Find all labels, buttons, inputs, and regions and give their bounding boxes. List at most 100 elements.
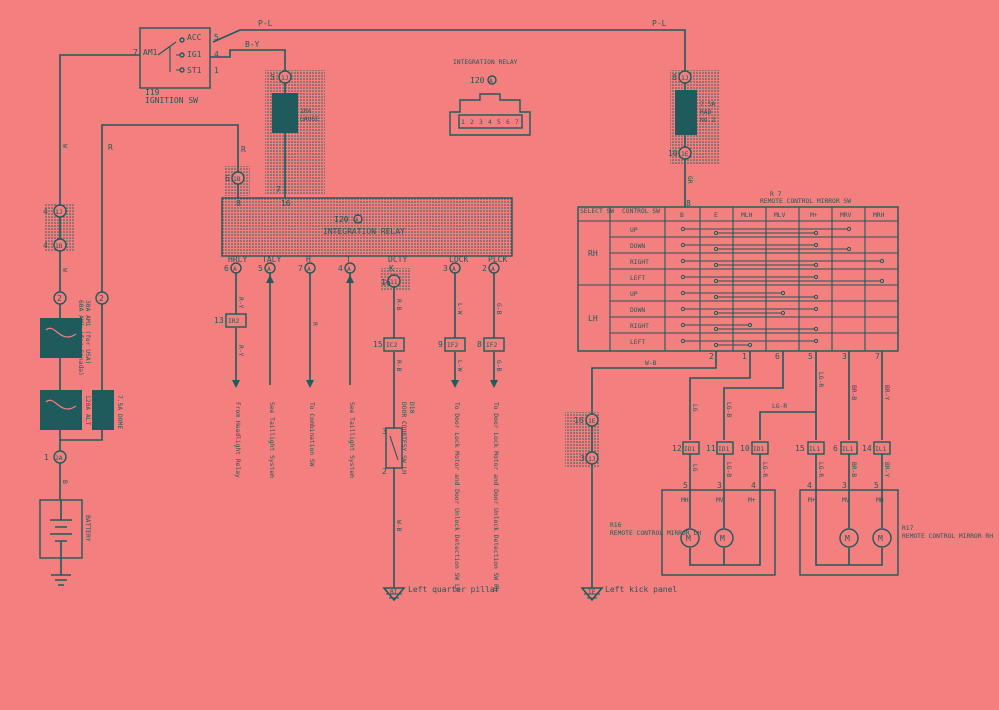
ground-bi: BI [382,587,406,602]
svg-text:5: 5 [808,352,813,361]
pin-label: 15 [373,340,383,349]
connector-ic2 [383,337,405,352]
svg-text:2: 2 [709,352,714,361]
mirror-lh-id: R16 [610,522,622,529]
connector-a-marker [487,75,497,85]
integration-relay-box [221,197,513,257]
wire-label: L-W [456,360,463,372]
wire-label: P-L [652,19,667,28]
pin-label: 8 [236,199,241,208]
radio-fuse [675,90,697,135]
connector-label: 2A [55,455,63,462]
wire-label: LG-R [817,372,824,387]
fuse-am1 [40,318,82,358]
terminal-label: T [346,255,351,264]
connector-label: A [355,217,359,224]
table-header: SELECT SW [580,208,614,215]
wire-label: L-W [456,303,463,315]
battery-cells [50,500,72,575]
destination-label: See Taillight System [268,402,275,478]
table-continuity-lines [680,226,885,348]
connector-label: A [489,78,493,85]
wire-label: LG-R [772,403,787,410]
svg-text:K: K [389,264,394,273]
wire-label: BR-B [850,385,857,400]
svg-text:3: 3 [443,264,448,273]
svg-text:MLV: MLV [774,212,786,219]
wire-label: P-L [258,19,273,28]
pin-label: 9 [438,340,443,349]
svg-text:6: 6 [775,352,780,361]
pin-label: 5 [214,33,219,42]
connector-label: 2 [57,294,62,303]
mirror-rh-internal [815,490,883,566]
motor-label: M [878,534,883,543]
battery-ground [51,574,71,586]
svg-text:DOWN: DOWN [630,307,645,314]
svg-text:RIGHT: RIGHT [630,323,649,330]
wire-label: B [61,480,68,484]
connector-label: 1J [588,456,596,463]
connector-label: 1E [588,418,596,425]
table-header: CONTROL SW [622,208,660,215]
terminal-label: PLCK [488,255,507,264]
svg-text:1: 1 [742,352,747,361]
fuse-label: 60A AM1 (for Canada) [77,300,84,376]
fuse-alt [40,390,82,430]
motor-label: M [720,534,725,543]
pin-label: 10 [668,149,678,158]
connector-1e-right [678,146,692,160]
fuse-label: 120A ALT [84,395,91,426]
wire-label: R-B [395,299,402,311]
wire-label: G-B [495,303,502,315]
svg-text:IE: IE [588,589,596,596]
mirror-lh-name: REMOTE CONTROL MIRROR LH [610,530,701,537]
pin-label: 16 [574,416,584,425]
pin-label: 3 [842,481,847,490]
mirror-lh-box [661,489,776,576]
svg-text:MLH: MLH [741,212,753,219]
terminal-label: TALY [262,255,281,264]
mirror-rh-name: REMOTE CONTROL MIRROR RH [902,533,993,540]
svg-text:IL1: IL1 [875,446,887,453]
connector-if2-a [444,337,466,352]
courtesy-id: D10 [408,402,415,414]
svg-text:3: 3 [479,119,483,126]
wire-label: GR [686,176,693,184]
destination-label: To Combination SW [308,402,315,467]
connector-label: 2 [99,294,104,303]
wire-lg [689,351,751,440]
fuse-label: RAD [700,109,712,116]
ground-label: Left quarter pillar [408,585,500,594]
fuse-label: NO.2 [700,117,715,124]
svg-text:ID1: ID1 [684,446,696,453]
pin-label: 13 [214,316,224,325]
wire-label: B-Y [245,40,260,49]
svg-text:7: 7 [298,264,303,273]
svg-text:ID1: ID1 [718,446,730,453]
connector-label: 1B [233,176,241,183]
wire-lgr-branch [759,411,816,440]
fuse-label: GAUGE [300,116,319,123]
wire-label: W-B [395,520,402,532]
wire-by [210,49,286,72]
destination-label: See Taillight System [348,402,355,478]
svg-text:6: 6 [224,264,229,273]
svg-text:A: A [347,266,351,273]
wire-label: LG-B [725,402,732,417]
pin-label: 5 [874,481,879,490]
terminal-label: M+ [808,497,816,504]
pin-label: 3 [717,481,722,490]
connector-label: 1J [55,209,63,216]
connector-a-marker [353,214,363,224]
contact [179,37,185,43]
fuse-dome [92,390,114,430]
acc-label: ACC [187,33,202,42]
svg-text:6: 6 [833,444,838,453]
terminal-label: MH [681,497,689,504]
wire-wb-mirror [591,351,717,588]
switch-contacts [157,41,182,72]
wire-label: BR-Y [883,385,890,400]
svg-text:A: A [307,266,311,273]
